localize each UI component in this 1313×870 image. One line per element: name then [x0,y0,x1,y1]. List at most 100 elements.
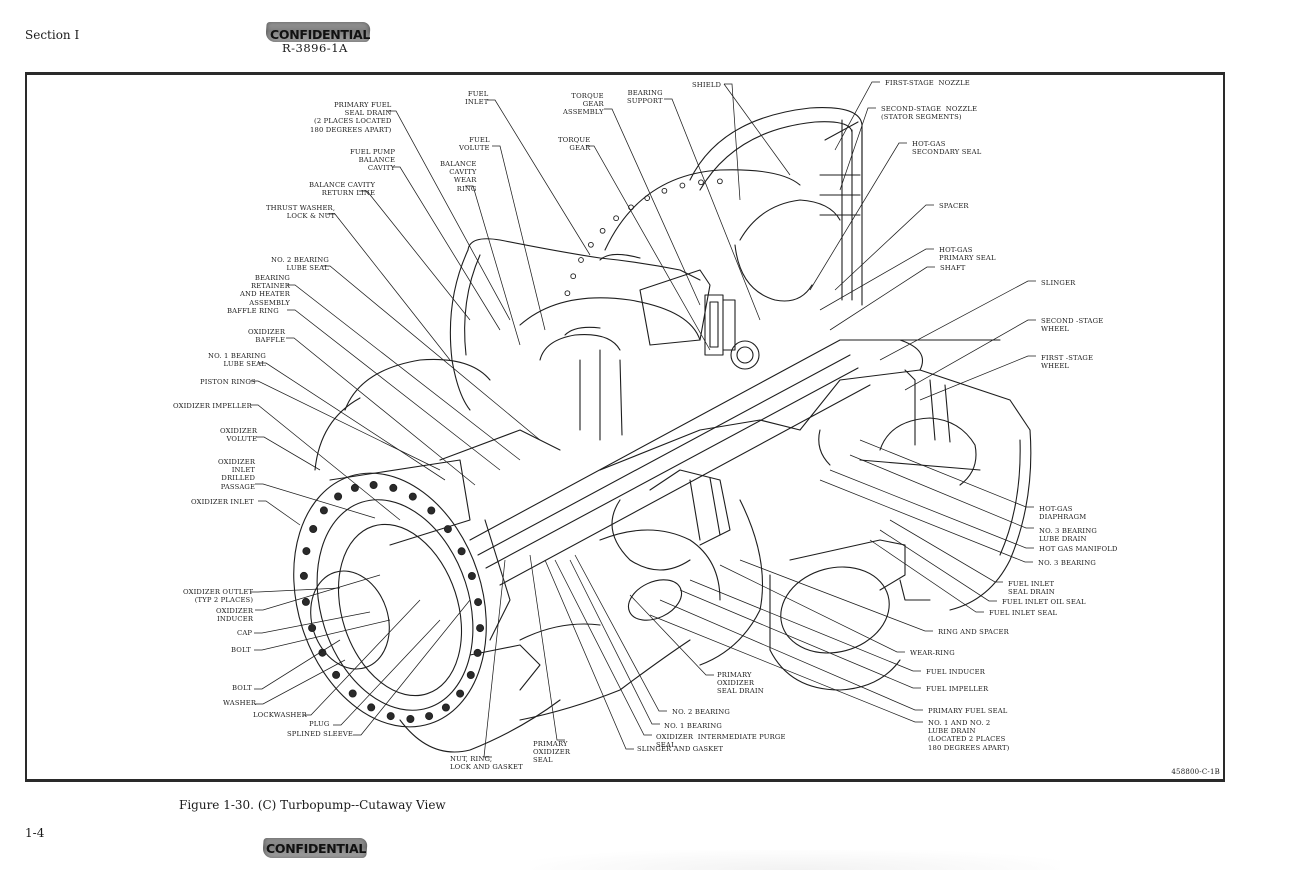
flange-bolt [427,506,436,515]
housing-bolt-hole [564,290,571,297]
callout-nut-ring-lock-gasket: NUT, RING, LOCK AND GASKET [450,755,523,772]
callout-no2-bearing: NO. 2 BEARING [672,708,730,716]
flange-bolt [367,703,376,712]
callout-hot-gas-secondary-seal: HOT-GAS SECONDARY SEAL [912,140,982,157]
section-label: Section I [25,28,80,42]
flange-bolt [467,572,476,581]
leader-line-fuel-inlet-oil-seal [879,529,997,602]
housing-bolt-hole [644,195,651,201]
leader-line-torque-gear [586,145,711,351]
callout-bearing-retainer-heater: BEARING RETAINER AND HEATER ASSEMBLY [240,274,291,307]
leader-line-no1-no2-lube-drain [649,614,923,723]
leader-line-no2-bearing-lube-seal [322,265,541,441]
classification-stamp-bottom: CONFIDENTIAL [266,841,367,856]
leader-line-cap [254,611,371,634]
leader-line-no3-bearing-lube-drain [849,454,1034,529]
callout-primary-fuel-seal: PRIMARY FUEL SEAL [928,707,1008,715]
callout-bearing-support: BEARING SUPPORT [627,89,663,106]
leader-line-first-stage-nozzle [834,81,880,151]
leader-line-splined-sleeve [353,599,471,736]
leader-line-hot-gas-primary-seal [819,248,934,311]
flange-bolt [302,547,311,556]
flange-bolt [408,492,417,501]
housing-bolt-hole [588,241,594,248]
callout-oxidizer-baffle: OXIDIZER BAFFLE [248,328,286,345]
callout-spacer: SPACER [939,202,969,210]
leader-line-primary-oxidizer-seal-drain [629,594,714,676]
callout-shaft: SHAFT [940,264,966,272]
housing-bolt-hole [599,227,606,234]
figure-caption: Figure 1-30. (C) Turbopump--Cutaway View [179,798,446,812]
flange-bolt [457,547,466,556]
callout-second-stage-nozzle: SECOND-STAGE NOZZLE (STATOR SEGMENTS) [881,105,978,122]
flange-bolt [389,483,398,492]
torque-gear-column [704,294,760,370]
callout-ring-and-spacer: RING AND SPACER [938,628,1009,636]
leader-line-oxidizer-volute [256,436,321,471]
leader-line-hot-gas-diaphragm [859,439,1034,508]
callout-fuel-impeller: FUEL IMPELLER [926,685,989,693]
leader-line-fuel-impeller [679,589,921,689]
flange-bolt [441,703,450,712]
turbine-flange-bolts [564,178,723,297]
leader-line-fuel-inlet-seal-drain [889,519,1003,583]
leader-line-balance-cavity-return-line [359,190,471,321]
flange-bolt [425,712,434,721]
leader-line-primary-fuel-seal-drain [388,110,511,321]
callout-no2-bearing-lube-seal: NO. 2 BEARING LUBE SEAL [271,256,329,273]
lower-housing [599,419,801,666]
callout-no1-bearing-lube-seal: NO. 1 BEARING LUBE SEAL [208,352,266,369]
callout-oxidizer-inlet: OXIDIZER INLET [191,498,254,506]
flange-bolt [301,597,310,606]
callout-washer: WASHER [223,699,257,707]
leader-line-balance-cavity-wear-ring [465,185,521,346]
leader-line-hot-gas-secondary-seal [809,142,907,291]
callout-second-stage-wheel: SECOND -STAGE WHEEL [1041,317,1104,334]
callout-balance-cavity-return-line: BALANCE CAVITY RETURN LINE [309,181,376,198]
figure-frame [25,72,1225,782]
leader-line-primary-oxidizer-seal [529,554,565,741]
leader-line-primary-fuel-seal [659,599,923,711]
leader-line-spacer [834,204,934,291]
flange-bolt [318,648,327,657]
leader-line-slinger-and-gasket [544,559,634,750]
flange-bolt [473,648,482,657]
leader-line-baffle-ring [287,309,501,471]
callout-hot-gas-manifold: HOT GAS MANIFOLD [1039,545,1118,553]
callout-first-stage-nozzle: FIRST-STAGE NOZZLE [885,79,970,87]
page-number: 1-4 [25,826,45,840]
callout-fuel-inlet: FUEL INLET [465,90,489,107]
callout-fuel-inlet-oil-seal: FUEL INLET OIL SEAL [1002,598,1086,606]
leader-line-slinger [879,280,1036,361]
flange-bolt [334,492,343,501]
housing-bolt-hole [717,178,723,185]
callout-piston-rings: PISTON RINGS [200,378,256,386]
oxidizer-flange-bolts [299,480,485,724]
flange-bolt [299,571,308,580]
leader-line-no1-bearing-lube-seal [258,362,446,481]
leader-line-first-stage-wheel [919,355,1036,401]
leader-line-ring-and-spacer [739,559,933,632]
flange-bolt [309,525,318,534]
callout-hot-gas-primary-seal: HOT-GAS PRIMARY SEAL [939,246,996,263]
callout-baffle-ring: BAFFLE RING [227,307,279,315]
callout-fuel-inlet-seal: FUEL INLET SEAL [989,609,1058,617]
callout-oxidizer-volute: OXIDIZER VOLUTE [220,427,258,444]
leader-line-oxidizer-inlet-drilled-passage [255,483,376,519]
leader-line-fuel-inducer [689,579,921,672]
flange-bolt [406,715,415,724]
leader-line-second-stage-nozzle [839,107,876,191]
fuel-volute-casing [449,238,711,441]
document-number: R-3896-1A [282,41,348,55]
leader-line-bolt-1 [254,619,391,651]
callout-oxidizer-inducer: OXIDIZER INDUCER [216,607,254,624]
housing-bolt-hole [628,204,634,211]
leader-line-second-stage-wheel [904,319,1036,391]
callout-no1-no2-lube-drain: NO. 1 AND NO. 2 LUBE DRAIN (LOCATED 2 PL… [928,719,1010,752]
callout-no3-bearing-lube-drain: NO. 3 BEARING LUBE DRAIN [1039,527,1097,544]
classification-stamp-top: CONFIDENTIAL [270,27,371,42]
turbine-housing [604,107,863,306]
leader-line-torque-gear-assembly [604,108,701,306]
callout-torque-gear: TORQUE GEAR [558,136,591,153]
